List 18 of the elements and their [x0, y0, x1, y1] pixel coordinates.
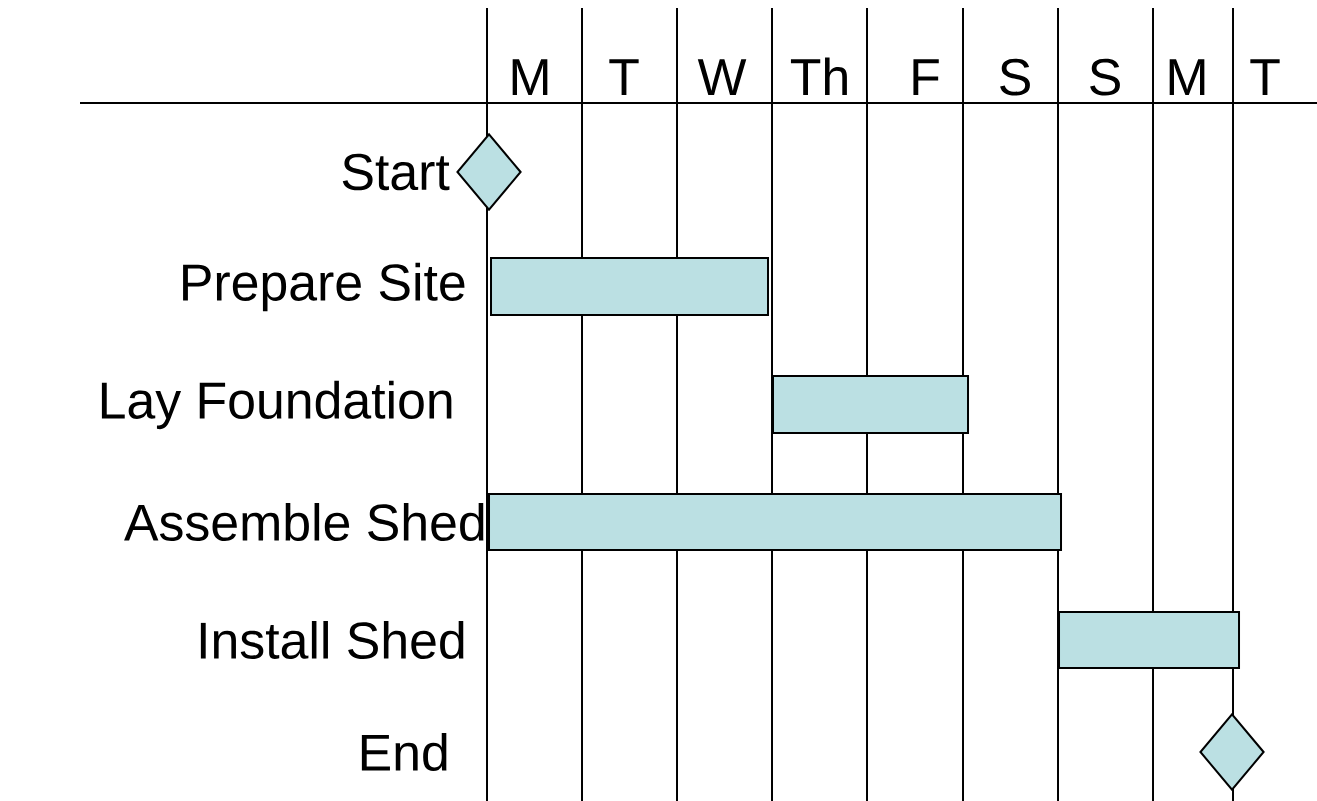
day-header: Th: [790, 57, 847, 95]
task-label: Install Shed: [200, 621, 464, 660]
task-bar: [772, 375, 969, 434]
day-header: F: [913, 59, 939, 95]
task-bar: [1058, 611, 1240, 669]
day-header: M: [1169, 59, 1205, 95]
task-label: Start: [342, 153, 450, 191]
day-header: M: [512, 59, 548, 95]
day-header: T: [609, 59, 639, 95]
task-label: Prepare Site: [183, 262, 465, 312]
day-header: T: [1250, 59, 1280, 95]
day-header: S: [1090, 58, 1120, 96]
day-header: S: [1000, 58, 1030, 96]
day-header: W: [697, 59, 747, 95]
task-bar: [490, 257, 769, 316]
task-bar: [488, 493, 1062, 551]
task-label: End: [361, 733, 447, 772]
task-label: Lay Foundation: [101, 380, 452, 430]
